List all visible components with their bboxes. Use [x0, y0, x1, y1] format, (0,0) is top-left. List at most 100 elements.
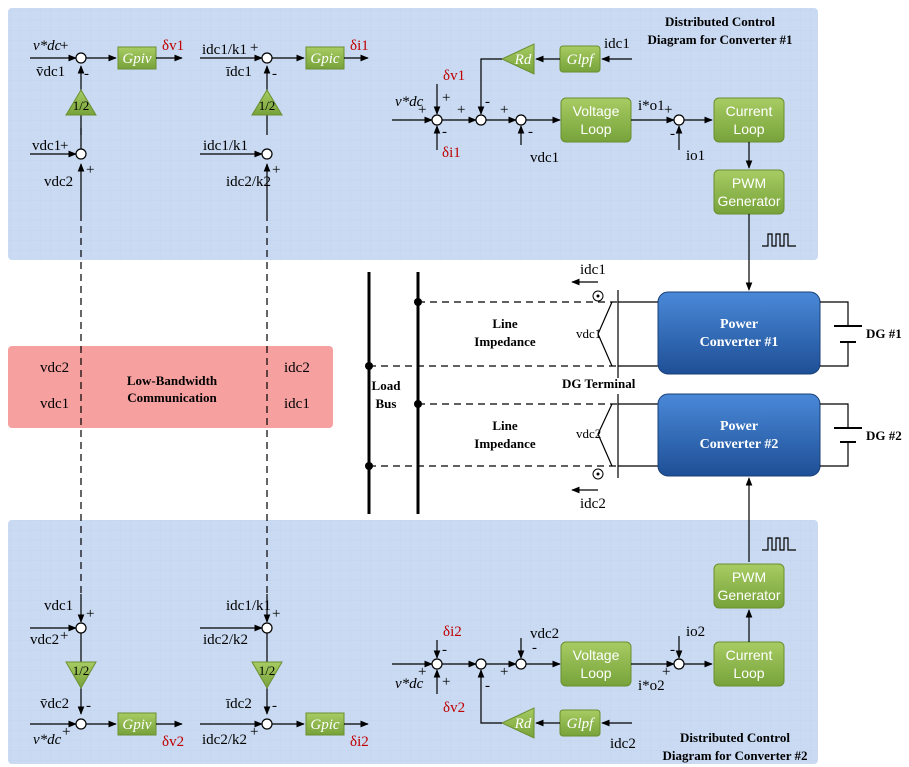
- svg-text:+: +: [442, 90, 450, 106]
- svg-text:+: +: [664, 102, 672, 118]
- v-ref-label: v*dc: [33, 38, 62, 54]
- delta-v1-label: δv1: [162, 38, 184, 54]
- v-ref-bot-2: v*dc: [395, 676, 424, 692]
- pwm-waveform-icon-bot: [762, 537, 796, 551]
- dg1-label: DG #1: [866, 326, 902, 341]
- g-piv-block-bot: Gpiv: [122, 717, 152, 733]
- g-lpf-block-bot: Glpf: [567, 716, 596, 732]
- line-imp1-2: Impedance: [474, 334, 536, 349]
- idc1-power: idc1: [580, 262, 606, 278]
- svg-text:-: -: [670, 126, 675, 142]
- delta-i2-in: δi2: [443, 624, 462, 640]
- load-bus-label-1: Load: [372, 378, 402, 393]
- svg-text:+: +: [250, 40, 258, 56]
- svg-text:+: +: [60, 628, 68, 644]
- rd-gain-bot: Rd: [514, 716, 532, 732]
- delta-v2-in: δv2: [443, 700, 465, 716]
- g-pic-block-bot: Gpic: [310, 717, 340, 733]
- current-loop-bot-1: Current: [726, 647, 773, 663]
- pwm-line2: Generator: [717, 193, 780, 209]
- converter1-line1: Power: [720, 317, 758, 332]
- bottom-panel-title-2: Diagram for Converter #2: [662, 748, 807, 763]
- svg-text:-: -: [272, 66, 277, 82]
- line-imp2-2: Impedance: [474, 436, 536, 451]
- top-panel-title-2: Diagram for Converter #1: [647, 32, 792, 47]
- svg-text:+: +: [250, 724, 258, 740]
- vdc1-terminal: vdc1: [576, 326, 601, 341]
- vdc2-label-top: vdc2: [44, 174, 73, 190]
- converter2-line2: Converter #2: [700, 437, 779, 452]
- svg-text:+: +: [60, 38, 68, 54]
- svg-text:-: -: [485, 678, 490, 694]
- svg-text:-: -: [84, 66, 89, 82]
- power-stage: Load Bus Line Impedance vdc1 idc1 Power …: [365, 262, 902, 562]
- svg-text:+: +: [272, 606, 280, 622]
- v-ref-bot: v*dc: [33, 732, 62, 748]
- pwm-bot-2: Generator: [717, 587, 780, 603]
- idc2-power: idc2: [580, 496, 606, 512]
- voltage-loop-line2: Loop: [580, 121, 611, 137]
- g-pic-block: Gpic: [310, 51, 340, 67]
- delta-i2-label: δi2: [350, 734, 369, 750]
- delta-i1-label: δi1: [350, 38, 369, 54]
- idc1-lpf-input: idc1: [604, 36, 630, 52]
- power-converter-1: [657, 291, 821, 375]
- comm-idc1: idc1: [284, 396, 310, 412]
- idc2-k2-label-top: idc2/k2: [226, 174, 271, 190]
- top-inner-loops: v*dc + δv1 + δi1 - + + - vdc1 Glpf idc1 …: [392, 36, 796, 291]
- idc1-k1-label-top: idc1/k1: [202, 42, 247, 58]
- svg-text:-: -: [670, 642, 675, 658]
- converter1-line2: Converter #1: [700, 335, 779, 350]
- svg-text:+: +: [86, 162, 94, 178]
- g-lpf-block: Glpf: [567, 52, 596, 68]
- load-bus-label-2: Bus: [376, 396, 397, 411]
- vdc1-label-bot: vdc1: [44, 598, 73, 614]
- comm-title-1: Low-Bandwidth: [127, 373, 218, 388]
- voltage-loop-line1: Voltage: [573, 103, 620, 119]
- idc1-k1-label-bot: idc1/k1: [226, 598, 271, 614]
- svg-text:+: +: [418, 664, 426, 680]
- vdc1-loop-label: vdc1: [530, 150, 559, 166]
- converter2-line1: Power: [720, 419, 758, 434]
- svg-text:-: -: [532, 640, 537, 656]
- delta-i1-in: δi1: [442, 145, 461, 161]
- delta-v1-in: δv1: [443, 68, 465, 84]
- pwm-line1: PWM: [732, 175, 766, 191]
- communication-panel: [8, 346, 333, 428]
- dg-terminal-label: DG Terminal: [562, 376, 636, 391]
- comm-idc2: idc2: [284, 360, 310, 376]
- comm-vdc1: vdc1: [40, 396, 69, 412]
- half-gain-bot-v: 1/2: [73, 663, 90, 678]
- line-imp2-1: Line: [492, 418, 518, 433]
- half-gain-top-v: 1/2: [73, 98, 90, 113]
- svg-text:+: +: [86, 606, 94, 622]
- svg-text:-: -: [86, 698, 91, 714]
- svg-text:+: +: [500, 102, 508, 118]
- svg-text:+: +: [442, 674, 450, 690]
- current-loop-line2: Loop: [733, 121, 764, 137]
- current-loop-line1: Current: [726, 103, 773, 119]
- svg-text:-: -: [442, 124, 447, 140]
- rd-gain: Rd: [514, 52, 532, 68]
- idc2-k2-label-bot-2: idc2/k2: [202, 732, 247, 748]
- top-voltage-consensus: v*dc + v̄dc1 - Gpiv δv1 1/2 vdc1 + vdc2 …: [30, 38, 184, 190]
- i-avg-bar-bot: īdc2: [225, 696, 252, 712]
- svg-text:+: +: [60, 138, 68, 154]
- v-ref-label-2: v*dc: [395, 94, 424, 110]
- svg-text:-: -: [528, 124, 533, 140]
- svg-text:+: +: [662, 664, 670, 680]
- bottom-inner-loops: v*dc + δi2 - + δv2 + - vdc2 Glpf idc2 Rd…: [392, 537, 796, 752]
- vdc1-label-top: vdc1: [32, 138, 61, 154]
- svg-text:+: +: [500, 664, 508, 680]
- io1-ref-label: i*o1: [638, 98, 665, 114]
- vdc2-terminal: vdc2: [576, 426, 601, 441]
- half-gain-bot-i: 1/2: [259, 663, 276, 678]
- svg-text:+: +: [62, 724, 70, 740]
- delta-v2-label: δv2: [162, 734, 184, 750]
- bottom-panel-title-1: Distributed Control: [680, 730, 790, 745]
- dg2-label: DG #2: [866, 428, 902, 443]
- svg-text:+: +: [272, 162, 280, 178]
- svg-text:-: -: [485, 94, 490, 110]
- svg-text:+: +: [418, 102, 426, 118]
